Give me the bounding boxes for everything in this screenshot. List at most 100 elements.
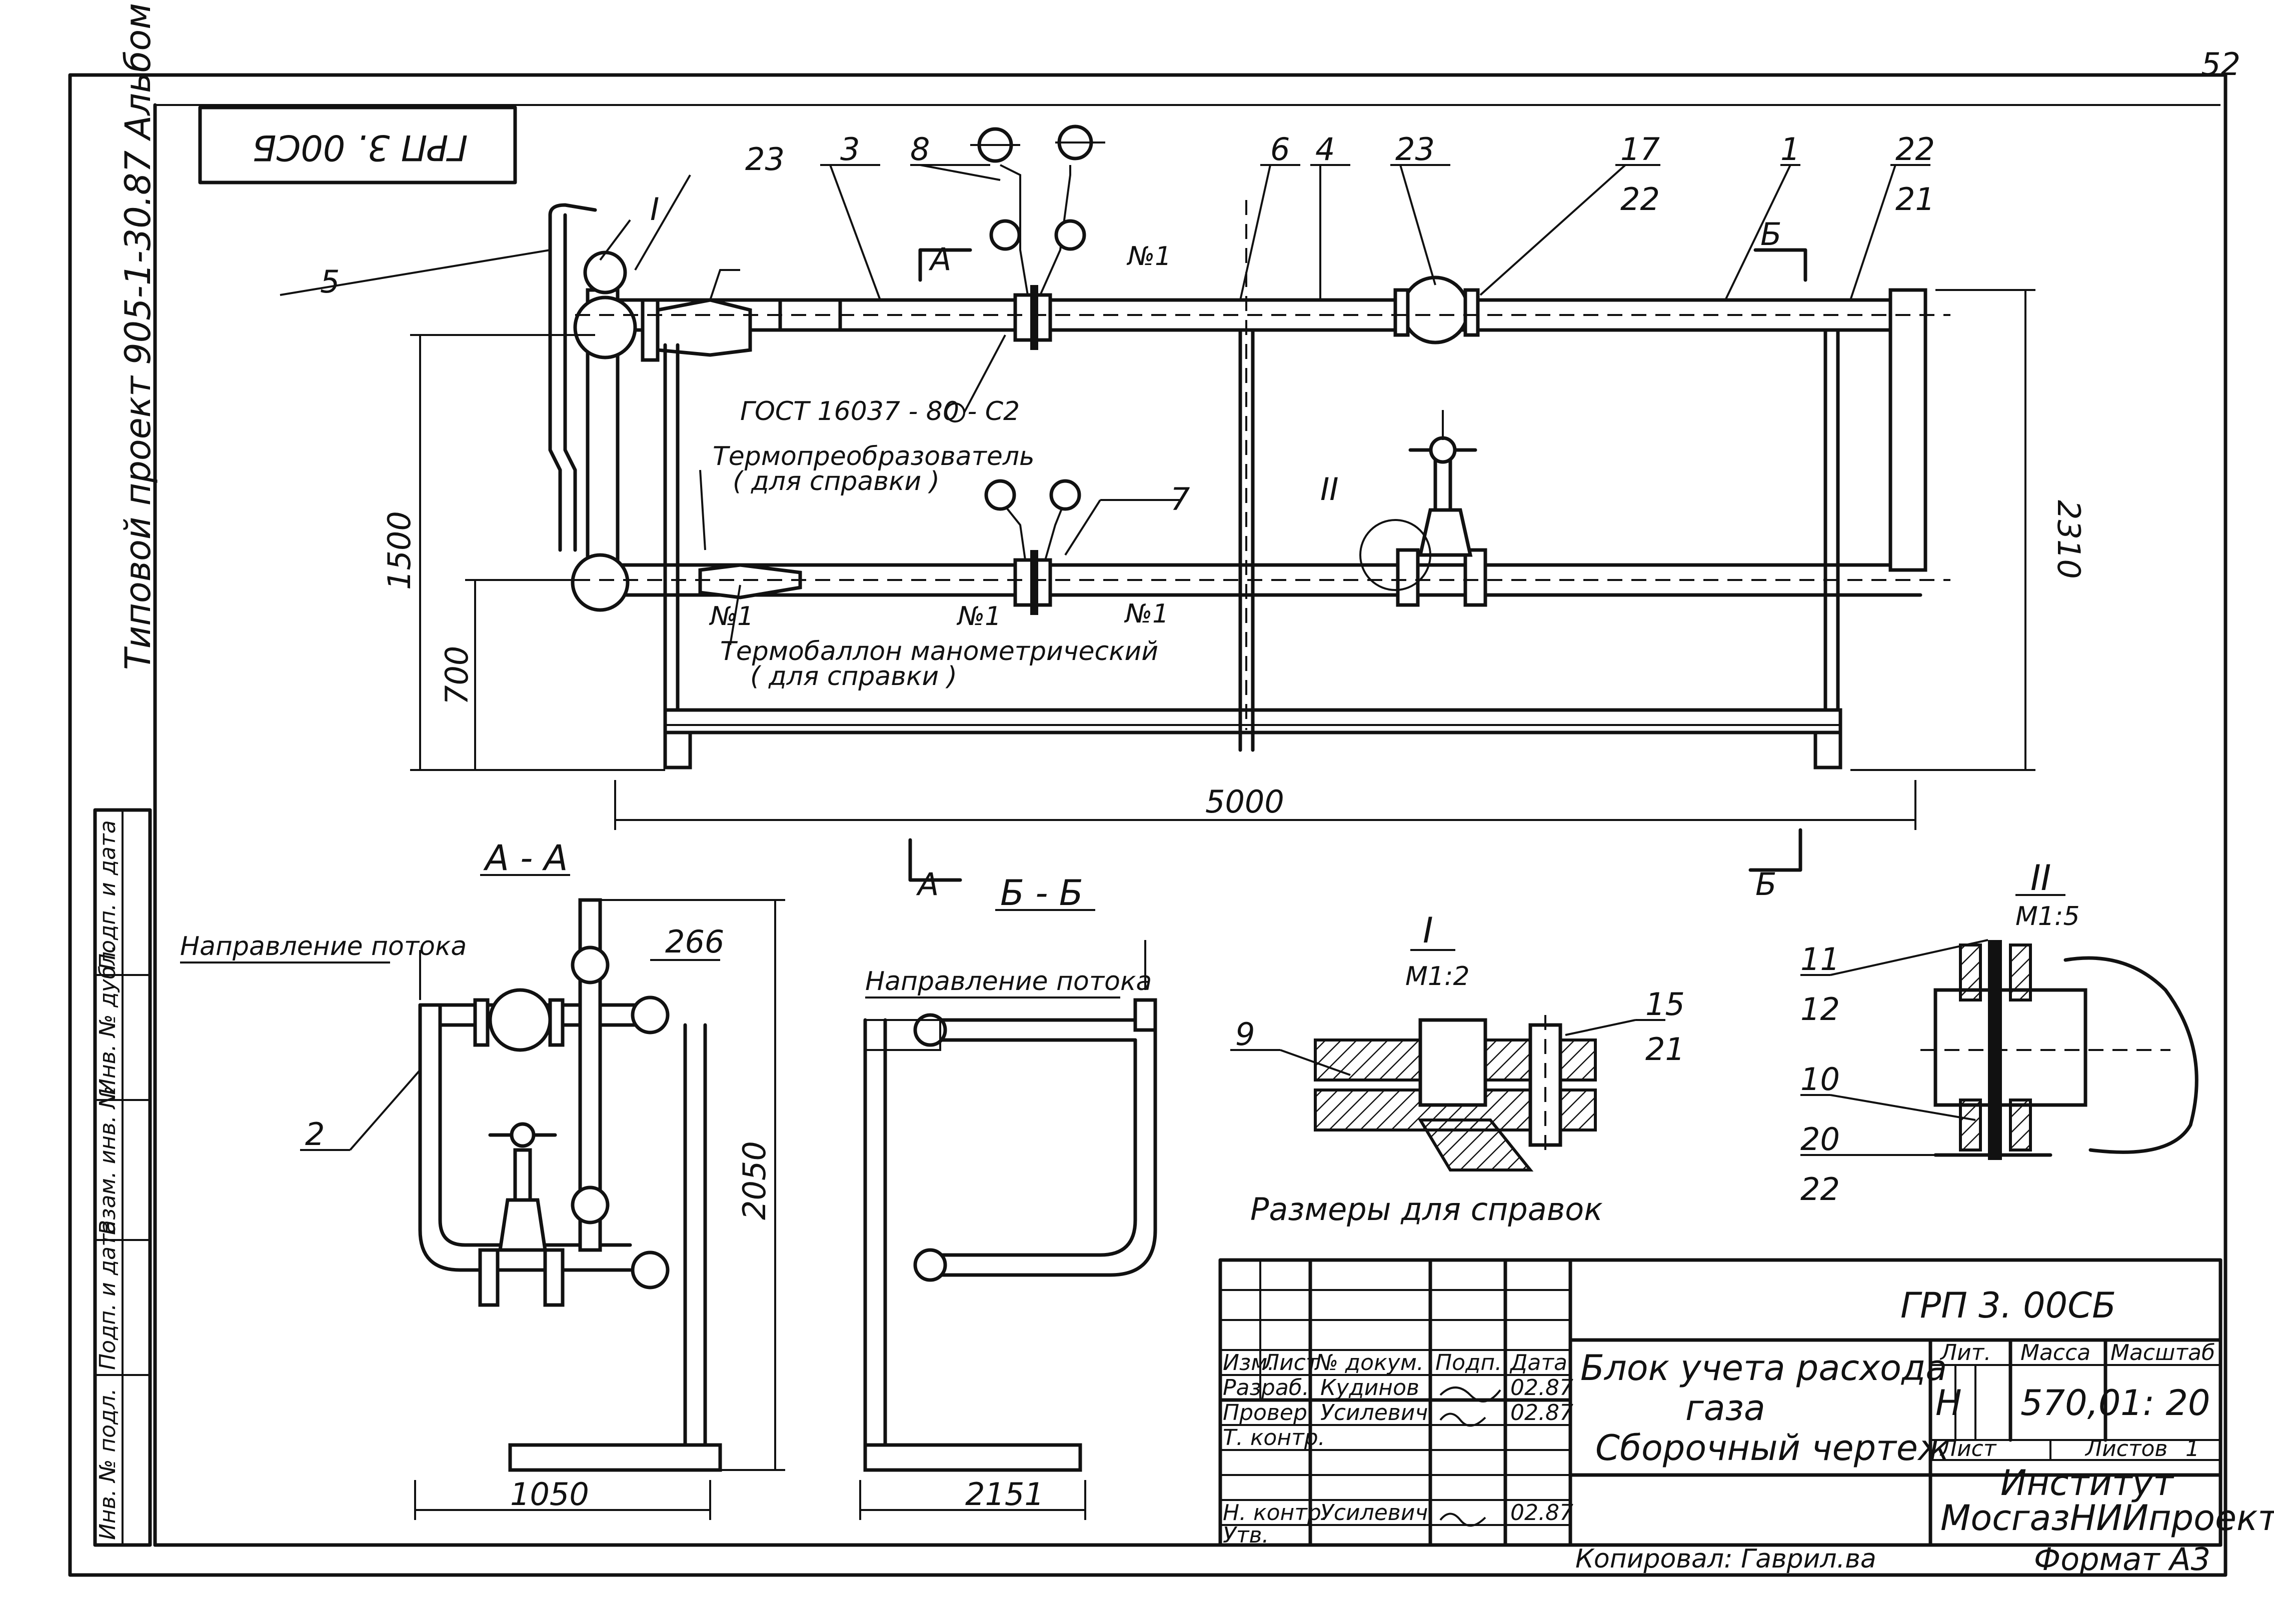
position-label: 4 — [1315, 131, 1335, 168]
drawing-name-2: газа — [1685, 1388, 1765, 1428]
position-label: 17 — [1620, 131, 1660, 168]
tb-ncontrol-name: Усилевич — [1320, 1500, 1428, 1526]
tb-scale-label: Масштаб — [2110, 1340, 2215, 1366]
detail-1: I М1:2 9 15 21 Размеры для справок — [1230, 910, 1685, 1228]
tb-institute-name: МосгазНИИпроект — [1940, 1498, 2274, 1538]
section-bb-title: Б - Б — [1000, 872, 1083, 914]
tb-institute-label: Институт — [2000, 1462, 2174, 1504]
side-stamp-cell: Взам. инв. № — [95, 1086, 121, 1235]
position-label: 3 — [840, 131, 860, 168]
detail-2: II М1:5 11 12 10 20 22 — [1800, 858, 2198, 1208]
tb-role-dev: Разраб. — [1223, 1375, 1309, 1400]
weld-mark: №1 — [709, 602, 754, 632]
format-label: Формат А3 — [2034, 1541, 2210, 1578]
copied-by: Копировал: Гаврил.ва — [1575, 1544, 1876, 1574]
weld-mark: №1 — [1126, 242, 1171, 272]
detail-1-callout: I — [650, 191, 659, 228]
main-view: 5000 1500 700 2310 А Б А Б ГОСТ 16037 - … — [280, 124, 2087, 902]
dim-2310: 2310 — [2050, 500, 2087, 579]
position-label: 1 — [1780, 131, 1800, 168]
position-label: 21 — [1895, 181, 1935, 218]
weld-mark: №1 — [1124, 599, 1169, 629]
side-stamp-cell: Подп. и дата — [95, 820, 121, 970]
position-label: 10 — [1800, 1061, 1840, 1098]
tb-role-ncontrol: Н. контр. — [1223, 1500, 1328, 1526]
cut-mark-b-bottom: Б — [1755, 866, 1777, 902]
side-stamp: Подп. и дата Инв. № дубл. Взам. инв. № П… — [93, 808, 152, 1547]
position-label: 21 — [1645, 1031, 1685, 1068]
tb-col-date: Дата — [1509, 1350, 1567, 1376]
detail-1-title: I — [1423, 910, 1433, 951]
tb-dev-name: Кудинов — [1320, 1375, 1419, 1400]
position-label: 22 — [1895, 131, 1935, 168]
tb-sheets-label: Листов — [2084, 1436, 2167, 1462]
tb-scale-value: 1: 20 — [2120, 1382, 2210, 1424]
cut-mark-a-top: А — [928, 241, 951, 278]
detail-2-callout: II — [1320, 471, 1339, 508]
dim-700: 700 — [439, 646, 475, 705]
tb-col-izm: Изм. — [1223, 1350, 1275, 1376]
position-label: 22 — [1800, 1171, 1840, 1208]
section-bb: Б - Б Направление потока 2151 — [859, 872, 1157, 1520]
check-signature — [1439, 1412, 1486, 1427]
position-label: 8 — [910, 131, 930, 168]
code-rotated-text: ГРП 3. 00СБ — [252, 127, 468, 168]
dev-signature — [1439, 1386, 1501, 1402]
thermo-converter-note: Термопреобразователь — [713, 442, 1035, 472]
position-label: 23 — [745, 141, 785, 178]
tb-col-list: Лист — [1262, 1350, 1319, 1376]
position-label: 12 — [1800, 991, 1840, 1028]
tb-dev-date: 02.87 — [1510, 1375, 1573, 1400]
position-label: 2 — [305, 1116, 325, 1152]
dim-2151: 2151 — [965, 1476, 1044, 1512]
tb-role-tcontrol: Т. контр. — [1223, 1425, 1325, 1450]
tb-sheet-label: Лист — [1939, 1436, 1997, 1462]
gost-note: ГОСТ 16037 - 80 - С2 — [740, 396, 1020, 426]
vertical-caption: Типовой проект 905-1-30.87 Альбом 2 — [118, 0, 159, 670]
dim-1500: 1500 — [381, 511, 418, 590]
position-label: 7 — [1170, 481, 1190, 518]
position-leaders: 5 23 I 3 8 6 4 23 17 22 1 — [280, 131, 1935, 556]
thermo-balloon-sub: ( для справки ) — [750, 662, 957, 692]
side-stamp-cell: Инв. № дубл. — [95, 944, 121, 1095]
tb-sheets-value: 1 — [2185, 1436, 2199, 1462]
position-label: 6 — [1270, 131, 1290, 168]
dim-266: 266 — [665, 924, 724, 960]
title-block: ГРП 3. 00СБ Блок учета расхода газа Сбор… — [1218, 1258, 2274, 1548]
drawing-code: ГРП 3. 00СБ — [1900, 1285, 2116, 1326]
tb-check-name: Усилевич — [1320, 1400, 1428, 1426]
section-aa: А - А Направление потока 10 — [180, 838, 785, 1520]
section-aa-title: А - А — [483, 838, 568, 878]
ncontrol-signature — [1439, 1512, 1486, 1527]
tb-col-doc: № докум. — [1314, 1350, 1424, 1376]
drawing-name-1: Блок учета расхода — [1580, 1348, 1947, 1388]
tb-ncontrol-date: 02.87 — [1510, 1500, 1573, 1526]
side-stamp-cell: Инв. № подл. — [95, 1388, 121, 1540]
flow-direction-aa: Направление потока — [180, 932, 467, 962]
position-label: 5 — [320, 264, 340, 300]
position-label: 23 — [1395, 131, 1435, 168]
tb-check-date: 02.87 — [1510, 1400, 1573, 1426]
detail-2-scale: М1:5 — [2015, 902, 2080, 932]
tb-mass-value: 570,0 — [2020, 1382, 2120, 1424]
page-number: 52 — [2201, 46, 2240, 82]
dim-5000: 5000 — [1205, 784, 1284, 820]
thermo-converter-sub: ( для справки ) — [733, 466, 940, 496]
position-label: 15 — [1645, 986, 1685, 1022]
dim-2050: 2050 — [736, 1141, 773, 1220]
position-label: 22 — [1620, 181, 1660, 218]
sizes-note: Размеры для справок — [1250, 1191, 1603, 1228]
position-label: 20 — [1800, 1121, 1840, 1158]
flow-direction-bb: Направление потока — [865, 966, 1152, 996]
tb-lit-value: Н — [1935, 1382, 1962, 1424]
tb-role-approve: Утв. — [1223, 1522, 1269, 1548]
tb-col-sign: Подп. — [1435, 1350, 1502, 1376]
weld-mark: №1 — [956, 602, 1001, 632]
position-label: 9 — [1235, 1016, 1255, 1052]
code-stamp-rotated: ГРП 3. 00СБ — [198, 106, 517, 184]
tb-mass-label: Масса — [2020, 1340, 2090, 1366]
tb-role-check: Провер. — [1223, 1400, 1314, 1426]
tb-lit-label: Лит. — [1939, 1340, 1991, 1366]
drawing-name-3: Сборочный чертеж — [1595, 1428, 1949, 1468]
